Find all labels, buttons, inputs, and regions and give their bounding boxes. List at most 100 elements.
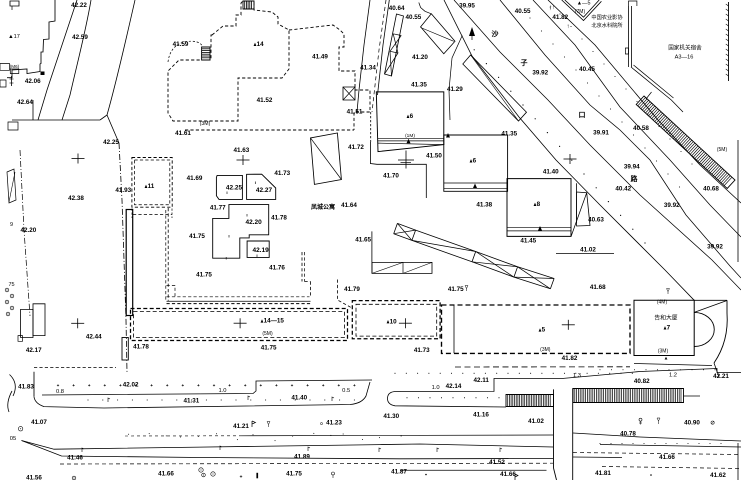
svg-text:14—15: 14—15: [264, 318, 285, 325]
svg-text:41.83: 41.83: [18, 384, 34, 391]
svg-text:▲—5: ▲—5: [577, 0, 591, 6]
svg-text:40.78: 40.78: [620, 430, 636, 437]
svg-text:41.93: 41.93: [115, 187, 131, 194]
svg-text:42.14: 42.14: [446, 383, 462, 390]
svg-text:41.23: 41.23: [326, 420, 342, 427]
svg-text:40.64: 40.64: [389, 5, 405, 12]
svg-text:0.8: 0.8: [56, 389, 64, 395]
svg-text:41.56: 41.56: [26, 475, 42, 480]
svg-text:40.55: 40.55: [515, 8, 531, 15]
svg-text:42.27: 42.27: [256, 187, 273, 194]
svg-text:41.38: 41.38: [476, 202, 492, 209]
svg-text:75: 75: [8, 282, 14, 288]
svg-text:41.77: 41.77: [210, 204, 226, 211]
svg-text:6: 6: [473, 158, 477, 165]
svg-text:42.11: 42.11: [473, 377, 489, 384]
svg-text:口: 口: [579, 111, 586, 119]
svg-text:(1M): (1M): [405, 133, 415, 139]
svg-text:41.46: 41.46: [67, 455, 83, 462]
svg-text:10: 10: [390, 318, 398, 325]
svg-text:41.68: 41.68: [590, 284, 606, 291]
svg-text:0.5: 0.5: [342, 388, 350, 394]
svg-text:(5M): (5M): [262, 331, 273, 337]
svg-text:北京水科院所: 北京水科院所: [591, 21, 622, 29]
svg-text:42.59: 42.59: [72, 34, 88, 41]
svg-text:11: 11: [148, 183, 155, 190]
svg-text:40.90: 40.90: [684, 420, 700, 427]
svg-text:39.92: 39.92: [707, 244, 723, 251]
svg-text:41.51: 41.51: [347, 108, 363, 115]
svg-text:41.81: 41.81: [595, 470, 611, 477]
svg-text:42.38: 42.38: [68, 195, 84, 202]
svg-text:(3M): (3M): [540, 347, 551, 353]
svg-text:42.19: 42.19: [252, 247, 269, 254]
svg-text:A3—16: A3—16: [675, 55, 694, 61]
svg-text:41.66: 41.66: [659, 454, 675, 461]
svg-text:路: 路: [631, 174, 639, 183]
svg-text:41.40: 41.40: [291, 395, 307, 402]
svg-text:中国农业影协: 中国农业影协: [591, 13, 623, 21]
svg-text:41.75: 41.75: [448, 286, 464, 293]
svg-text:1.0: 1.0: [432, 385, 440, 391]
svg-text:6: 6: [410, 113, 414, 120]
svg-text:42.22: 42.22: [71, 2, 87, 9]
svg-text:41.61: 41.61: [175, 130, 191, 137]
svg-text:1.2: 1.2: [669, 373, 677, 379]
svg-text:39.91: 39.91: [593, 130, 609, 137]
svg-text:41.75: 41.75: [261, 345, 277, 352]
svg-text:‖: ‖: [226, 190, 228, 195]
svg-text:41.21: 41.21: [233, 423, 249, 430]
svg-text:41.30: 41.30: [383, 413, 399, 420]
svg-text:40.45: 40.45: [579, 66, 595, 73]
svg-text:1.3: 1.3: [573, 373, 581, 379]
svg-text:42.25: 42.25: [103, 139, 119, 146]
svg-text:1.0: 1.0: [218, 388, 226, 394]
svg-text:41.70: 41.70: [383, 173, 399, 180]
svg-text:42.44: 42.44: [86, 333, 102, 340]
svg-text:41.31: 41.31: [184, 398, 200, 405]
svg-text:41.35: 41.35: [501, 130, 517, 137]
svg-text:41.02: 41.02: [528, 418, 544, 425]
svg-text:41.52: 41.52: [257, 97, 273, 104]
svg-text:05: 05: [10, 436, 16, 442]
svg-text:凤城公寓: 凤城公寓: [311, 203, 335, 211]
svg-text:↑↑: ↑↑: [549, 5, 555, 11]
svg-text:42.21: 42.21: [713, 373, 729, 380]
svg-text:‖: ‖: [255, 180, 257, 185]
svg-text:↑: ↑: [549, 6, 552, 12]
svg-text:(7M): (7M): [575, 9, 586, 15]
svg-text:41.64: 41.64: [341, 202, 357, 209]
svg-text:41.75: 41.75: [189, 233, 205, 240]
svg-text:41.62: 41.62: [710, 472, 726, 479]
svg-text:41.66: 41.66: [158, 471, 174, 478]
svg-text:40.63: 40.63: [588, 216, 604, 223]
svg-text:41.78: 41.78: [133, 344, 149, 351]
svg-text:(4M): (4M): [657, 300, 668, 306]
svg-text:41.63: 41.63: [234, 147, 250, 154]
svg-text:41.49: 41.49: [312, 54, 328, 61]
svg-text:(3M): (3M): [658, 349, 669, 355]
svg-text:41.75: 41.75: [196, 272, 212, 279]
svg-text:▲17: ▲17: [8, 34, 20, 40]
svg-text:42.64: 42.64: [17, 99, 33, 106]
svg-text:41.75: 41.75: [286, 471, 302, 478]
svg-text:41.66: 41.66: [500, 471, 516, 478]
svg-text:41.20: 41.20: [412, 54, 428, 61]
svg-text:41.89: 41.89: [294, 454, 310, 461]
svg-text:41.07: 41.07: [31, 419, 47, 426]
svg-text:41.45: 41.45: [520, 238, 536, 245]
svg-text:41.59: 41.59: [173, 41, 189, 48]
svg-text:告和大厦: 告和大厦: [654, 314, 677, 322]
svg-text:7: 7: [667, 325, 671, 332]
svg-text:‖: ‖: [246, 213, 248, 218]
svg-text:8: 8: [537, 201, 541, 208]
svg-text:41.50: 41.50: [426, 153, 442, 160]
svg-text:41.34: 41.34: [360, 65, 376, 72]
svg-text:(5M): (5M): [717, 147, 728, 153]
svg-text:‖: ‖: [225, 255, 227, 260]
svg-text:41.02: 41.02: [580, 247, 596, 254]
svg-text:41.72: 41.72: [348, 144, 364, 151]
svg-text:41.16: 41.16: [473, 412, 489, 419]
svg-text:42.17: 42.17: [26, 347, 42, 354]
svg-text:39.92: 39.92: [532, 70, 548, 77]
